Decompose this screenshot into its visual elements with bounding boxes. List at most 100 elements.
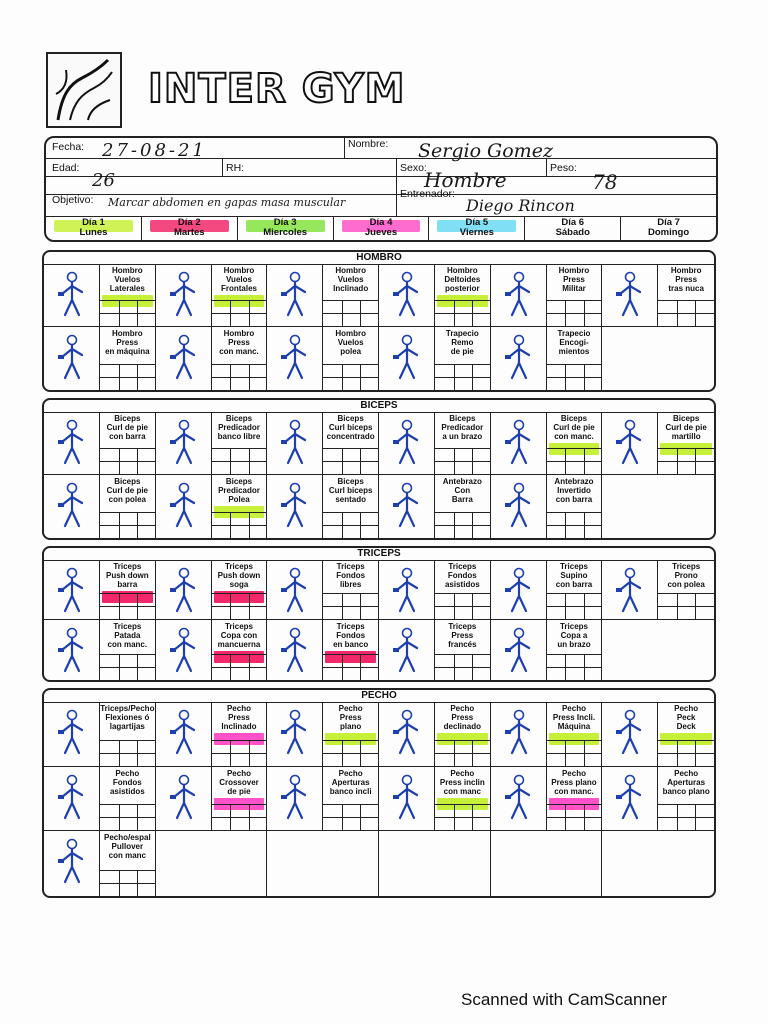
log-boxes[interactable] — [100, 739, 155, 766]
log-boxes[interactable] — [658, 739, 714, 766]
exercise-name-line: Biceps — [225, 414, 253, 423]
log-boxes[interactable] — [211, 804, 267, 831]
exercise-name-line: sentado — [335, 495, 366, 504]
exercise-name-line: Press — [339, 713, 362, 722]
log-boxes[interactable] — [211, 739, 267, 766]
day-highlight — [245, 220, 325, 232]
log-boxes[interactable] — [211, 654, 267, 680]
day-number: Día 7 — [657, 217, 680, 228]
exercise-name-line: Fondos — [336, 571, 366, 580]
exercise-name-line: Press — [451, 713, 474, 722]
log-boxes[interactable] — [435, 300, 490, 326]
day-highlight-marker — [548, 733, 600, 745]
log-boxes[interactable] — [323, 739, 378, 766]
log-boxes[interactable] — [100, 593, 155, 619]
day-highlight-marker — [325, 733, 376, 745]
exercise-figure-icon — [379, 327, 435, 390]
log-boxes[interactable] — [435, 654, 490, 680]
exercise-name-line: Triceps — [113, 622, 142, 631]
day-highlight-marker — [437, 733, 488, 745]
exercise-name-line: Crossover — [219, 777, 259, 787]
log-boxes[interactable] — [323, 364, 378, 390]
log-boxes[interactable] — [546, 364, 602, 390]
log-boxes[interactable] — [211, 364, 267, 390]
exercise-name-line: Press plano — [551, 777, 597, 787]
exercise-name-line: Biceps — [560, 414, 588, 423]
log-boxes[interactable] — [435, 593, 490, 619]
day-name: Jueves — [364, 227, 398, 238]
log-boxes[interactable] — [546, 448, 602, 474]
log-boxes[interactable] — [658, 448, 714, 474]
log-boxes[interactable] — [211, 512, 267, 538]
log-boxes[interactable] — [100, 654, 155, 680]
exercise-name-line: Patada — [114, 631, 141, 640]
log-boxes[interactable] — [211, 300, 267, 326]
log-boxes[interactable] — [323, 448, 378, 474]
exercise-figure-icon — [602, 702, 659, 766]
exercise-name-line: Hombro — [111, 329, 143, 338]
exercise-figure-icon — [491, 475, 547, 538]
log-boxes[interactable] — [546, 593, 602, 619]
log-boxes[interactable] — [435, 448, 490, 474]
log-boxes[interactable] — [323, 512, 378, 538]
log-boxes[interactable] — [100, 869, 155, 896]
exercise-figure-icon — [491, 620, 547, 680]
exercise-figure-icon — [602, 766, 659, 831]
log-boxes[interactable] — [546, 739, 602, 766]
log-boxes[interactable] — [211, 448, 267, 474]
exercise-figure-icon — [44, 475, 100, 538]
log-boxes[interactable] — [546, 300, 602, 326]
log-boxes[interactable] — [100, 300, 155, 326]
day-highlight — [54, 220, 133, 232]
log-boxes[interactable] — [435, 739, 490, 766]
log-boxes[interactable] — [546, 654, 602, 680]
log-boxes[interactable] — [435, 364, 490, 390]
exercise-name-line: asistidos — [444, 580, 480, 589]
exercise-name-line: en máquina — [105, 347, 150, 356]
log-boxes[interactable] — [100, 364, 155, 390]
log-boxes[interactable] — [658, 593, 714, 619]
log-boxes[interactable] — [323, 300, 378, 326]
log-boxes[interactable] — [435, 512, 490, 538]
log-boxes[interactable] — [323, 804, 378, 831]
exercise-name-line: Pecho — [450, 768, 475, 778]
log-boxes[interactable] — [100, 512, 155, 538]
log-boxes[interactable] — [100, 804, 155, 831]
exercise-figure-icon — [491, 264, 547, 326]
log-boxes[interactable] — [658, 804, 714, 831]
exercise-name-line: Deltoides — [444, 275, 481, 284]
section-title: BICEPS — [44, 400, 714, 413]
log-boxes[interactable] — [546, 512, 602, 538]
log-boxes[interactable] — [546, 804, 602, 831]
exercise-name-line: Push down — [105, 571, 149, 580]
log-boxes[interactable] — [323, 593, 378, 619]
member-info-box: Fecha: 27-08-21 Nombre: Sergio Gomez Eda… — [44, 136, 718, 242]
log-boxes[interactable] — [658, 300, 714, 326]
objetivo-value: Marcar abdomen en gapas masa muscular — [108, 196, 346, 209]
exercise-figure-icon — [267, 560, 324, 619]
peso-value: 78 — [592, 170, 618, 194]
log-boxes[interactable] — [100, 448, 155, 474]
log-boxes[interactable] — [323, 654, 378, 680]
day-highlight-marker — [660, 733, 712, 745]
exercise-name-line: Press inclin — [439, 777, 485, 787]
log-boxes[interactable] — [211, 593, 267, 619]
log-boxes[interactable] — [435, 804, 490, 831]
exercise-name-line: Remo — [451, 338, 474, 347]
